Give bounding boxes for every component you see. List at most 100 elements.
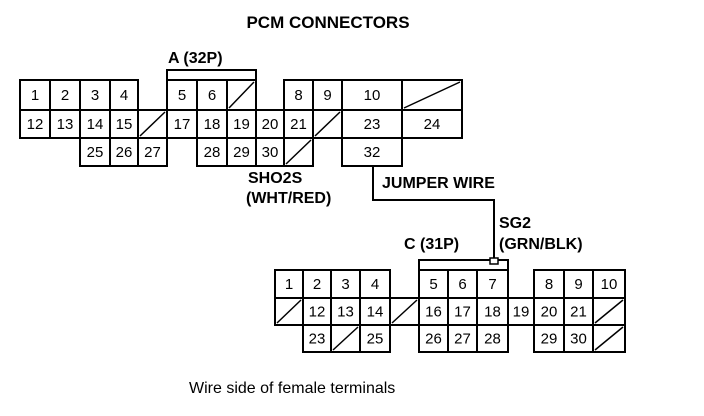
- terminal-cell: [196, 137, 228, 167]
- terminal-cell: [109, 137, 139, 167]
- connector-c-terminal-9: 9: [563, 269, 594, 299]
- terminal-cell: [563, 297, 594, 326]
- connector-c-terminal-blank: [274, 297, 304, 326]
- connector-c-terminal-blank: [592, 297, 626, 326]
- connector-a-terminal-14: 14: [79, 109, 111, 139]
- connector-a-terminal-17: 17: [166, 109, 198, 139]
- unused-terminal-slash: [285, 139, 312, 165]
- connector-a-terminal-21: 21: [283, 109, 314, 139]
- terminal-cell: [418, 324, 449, 353]
- diagram-caption: Wire side of female terminals: [189, 380, 395, 397]
- terminal-number: 26: [425, 331, 442, 348]
- connector-c-bracket: [418, 259, 509, 270]
- connector-c-terminal-1: 1: [274, 269, 304, 299]
- connector-a-terminal-25: 25: [79, 137, 111, 167]
- connector-c-terminal-30: 30: [563, 324, 594, 353]
- connector-a-terminal-blank: [312, 109, 343, 139]
- connector-a-terminal-13: 13: [49, 109, 81, 139]
- terminal-number: 17: [454, 304, 471, 321]
- connector-c-terminal-16: 16: [418, 297, 449, 326]
- connector-c-terminal-5: 5: [418, 269, 449, 299]
- connector-a-terminal-26: 26: [109, 137, 139, 167]
- connector-a-terminal-30: 30: [255, 137, 285, 167]
- terminal-number: 13: [57, 116, 74, 133]
- connector-c-label: C (31P): [404, 236, 459, 253]
- connector-a-terminal-5: 5: [166, 79, 198, 111]
- terminal-number: 27: [144, 144, 161, 161]
- terminal-number: 14: [87, 116, 104, 133]
- connector-c-terminal-8: 8: [533, 269, 565, 299]
- terminal-cell: [418, 269, 449, 299]
- terminal-number: 2: [61, 87, 69, 104]
- connector-a-terminal-blank: [226, 79, 257, 111]
- connector-c-terminal-28: 28: [476, 324, 509, 353]
- terminal-number: 20: [541, 304, 558, 321]
- connector-c-terminal-4: 4: [359, 269, 391, 299]
- connector-a-terminal-4: 4: [109, 79, 139, 111]
- terminal-number: 29: [233, 144, 250, 161]
- terminal-number: 5: [429, 276, 437, 293]
- terminal-cell: [137, 137, 168, 167]
- connector-a-terminal-12: 12: [19, 109, 51, 139]
- terminal-number: 23: [364, 116, 381, 133]
- terminal-number: 6: [458, 276, 466, 293]
- terminal-cell: [302, 324, 332, 353]
- connector-c-terminal-27: 27: [447, 324, 478, 353]
- sg2-color-label: (GRN/BLK): [499, 236, 583, 253]
- terminal-number: 5: [178, 87, 186, 104]
- diagram-title: PCM CONNECTORS: [246, 13, 409, 32]
- terminal-number: 28: [204, 144, 221, 161]
- terminal-number: 25: [367, 331, 384, 348]
- terminal-cell: [563, 324, 594, 353]
- terminal-number: 30: [262, 144, 279, 161]
- connector-a-terminal-3: 3: [79, 79, 111, 111]
- connector-a-terminal-9: 9: [312, 79, 343, 111]
- terminal-number: 1: [31, 87, 39, 104]
- connector-a-terminal-29: 29: [226, 137, 257, 167]
- terminal-number: 4: [120, 87, 128, 104]
- connector-a-terminal-blank: [401, 79, 463, 111]
- connector-a-terminal-1: 1: [19, 79, 51, 111]
- terminal-number: 1: [285, 276, 293, 293]
- connector-c-terminal-14: 14: [359, 297, 391, 326]
- connector-c-terminal-6: 6: [447, 269, 478, 299]
- terminal-cell: [507, 297, 535, 326]
- terminal-cell: [341, 109, 403, 139]
- terminal-cell: [476, 297, 509, 326]
- terminal-number: 20: [262, 116, 279, 133]
- terminal-number: 18: [484, 304, 501, 321]
- terminal-number: 25: [87, 144, 104, 161]
- terminal-cell: [109, 79, 139, 111]
- connector-a-terminal-24: 24: [401, 109, 463, 139]
- connector-a-terminal-32: 32: [341, 137, 403, 167]
- connector-c-terminal-19: 19: [507, 297, 535, 326]
- terminal-cell: [476, 269, 509, 299]
- unused-terminal-slash: [314, 111, 341, 137]
- terminal-number: 19: [233, 116, 250, 133]
- connector-a-terminal-27: 27: [137, 137, 168, 167]
- terminal-number: 23: [309, 331, 326, 348]
- connector-c-terminal-20: 20: [533, 297, 565, 326]
- terminal-number: 7: [488, 276, 496, 293]
- terminal-cell: [283, 79, 314, 111]
- connector-a-terminal-6: 6: [196, 79, 228, 111]
- sho2s-label: SHO2S: [248, 170, 303, 187]
- connector-c-terminal-10: 10: [592, 269, 626, 299]
- unused-terminal-slash: [391, 299, 418, 324]
- terminal-number: 10: [601, 276, 618, 293]
- terminal-number: 12: [27, 116, 44, 133]
- jumper-wire-line: [372, 150, 495, 262]
- connector-c-terminal-2: 2: [302, 269, 332, 299]
- connector-a-label: A (32P): [168, 50, 223, 67]
- connector-c-terminal-26: 26: [418, 324, 449, 353]
- terminal-number: 15: [116, 116, 133, 133]
- terminal-number: 18: [204, 116, 221, 133]
- terminal-number: 29: [541, 331, 558, 348]
- terminal-cell: [283, 109, 314, 139]
- terminal-cell: [274, 269, 304, 299]
- terminal-cell: [79, 79, 111, 111]
- connector-a-terminal-2: 2: [49, 79, 81, 111]
- terminal-number: 32: [364, 144, 381, 161]
- unused-terminal-slash: [403, 81, 461, 109]
- terminal-number: 26: [116, 144, 133, 161]
